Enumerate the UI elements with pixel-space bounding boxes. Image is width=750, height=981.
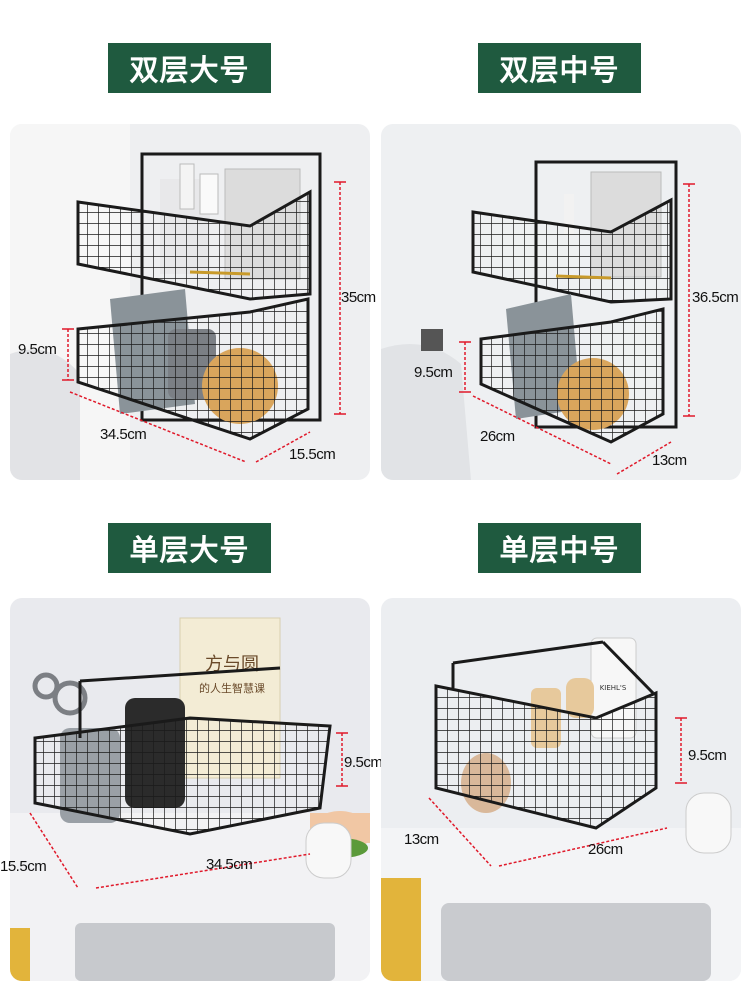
dim-length-label: 13cm (652, 452, 687, 469)
dim-height-label: 35cm (341, 289, 376, 306)
photo-single-medium: KIEHL'S (381, 598, 741, 981)
photo-double-large (10, 124, 370, 480)
dim-width-label: 34.5cm (100, 426, 147, 443)
rack-illustration (10, 124, 370, 480)
dim-width-label: 26cm (588, 841, 623, 858)
rack-illustration: KIEHL'S (381, 598, 741, 981)
dim-length-label: 15.5cm (0, 858, 47, 875)
variant-badge-single-large: 单层大号 (108, 523, 271, 573)
dim-length-label: 15.5cm (289, 446, 336, 463)
dim-width-label: 34.5cm (206, 856, 253, 873)
photo-double-medium (381, 124, 741, 480)
dim-width-label: 26cm (480, 428, 515, 445)
variant-badge-double-large: 双层大号 (108, 43, 271, 93)
dim-height-label: 9.5cm (344, 754, 383, 771)
rack-illustration: 方与圆 的人生智慧课 (10, 598, 370, 981)
dim-depth-label: 9.5cm (18, 341, 57, 358)
dim-length-label: 13cm (404, 831, 439, 848)
dim-height-label: 9.5cm (688, 747, 727, 764)
variant-badge-double-medium: 双层中号 (478, 43, 641, 93)
dim-height-label: 36.5cm (692, 289, 739, 306)
bottle-label-text: KIEHL'S (600, 684, 627, 692)
rack-illustration (381, 124, 741, 480)
dim-depth-label: 9.5cm (414, 364, 453, 381)
photo-single-large: 方与圆 的人生智慧课 (10, 598, 370, 981)
variant-badge-single-medium: 单层中号 (478, 523, 641, 573)
book-subtitle-text: 的人生智慧课 (199, 681, 265, 695)
